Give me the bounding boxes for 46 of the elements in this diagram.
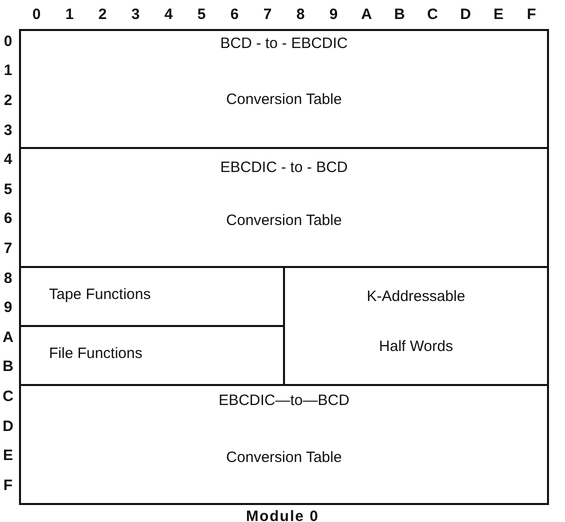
memory-region bbox=[19, 384, 549, 505]
column-address: 1 bbox=[64, 6, 75, 23]
column-address: C bbox=[426, 6, 439, 23]
row-address: A bbox=[2, 328, 14, 346]
row-address: 9 bbox=[2, 299, 14, 316]
column-address: 3 bbox=[130, 6, 141, 23]
column-address: 8 bbox=[295, 6, 306, 23]
column-address: 7 bbox=[262, 6, 273, 23]
row-address: C bbox=[2, 388, 14, 405]
row-address: 5 bbox=[2, 180, 14, 198]
column-address: A bbox=[360, 6, 373, 23]
column-address: D bbox=[459, 6, 472, 23]
row-address: 8 bbox=[2, 270, 14, 287]
region-label: Conversion Table bbox=[226, 448, 342, 466]
region-label: Conversion Table bbox=[226, 91, 342, 108]
row-address: 2 bbox=[2, 92, 14, 109]
row-address: 1 bbox=[2, 62, 14, 80]
region-label: BCD - to - EBCDIC bbox=[220, 34, 348, 52]
row-address: E bbox=[2, 447, 14, 464]
region-label: Tape Functions bbox=[49, 286, 151, 304]
column-address: E bbox=[492, 6, 504, 23]
region-label: EBCDIC—to—BCD bbox=[218, 392, 350, 410]
row-address: B bbox=[2, 358, 14, 376]
region-label: Conversion Table bbox=[226, 212, 342, 229]
column-address: 5 bbox=[196, 6, 207, 23]
region-label: File Functions bbox=[49, 345, 142, 362]
row-address: 3 bbox=[2, 122, 14, 139]
region-label: EBCDIC - to - BCD bbox=[220, 159, 348, 176]
region-label: Half Words bbox=[379, 338, 453, 355]
column-address: 6 bbox=[229, 6, 240, 23]
region-label: K-Addressable bbox=[366, 288, 466, 306]
caption: Module 0 bbox=[244, 508, 320, 522]
column-address: B bbox=[393, 6, 406, 23]
column-address: 4 bbox=[163, 6, 174, 23]
column-address: F bbox=[526, 6, 538, 23]
memory-region bbox=[19, 147, 549, 268]
row-address: 6 bbox=[2, 210, 14, 228]
row-address: 0 bbox=[2, 32, 14, 50]
row-address: D bbox=[2, 418, 14, 435]
column-address: 2 bbox=[97, 6, 108, 23]
row-address: 4 bbox=[2, 151, 14, 168]
row-address: 7 bbox=[2, 240, 14, 257]
column-address: 0 bbox=[31, 6, 42, 23]
memory-region bbox=[19, 29, 549, 150]
row-address: F bbox=[2, 476, 14, 494]
column-address: 9 bbox=[328, 6, 339, 23]
